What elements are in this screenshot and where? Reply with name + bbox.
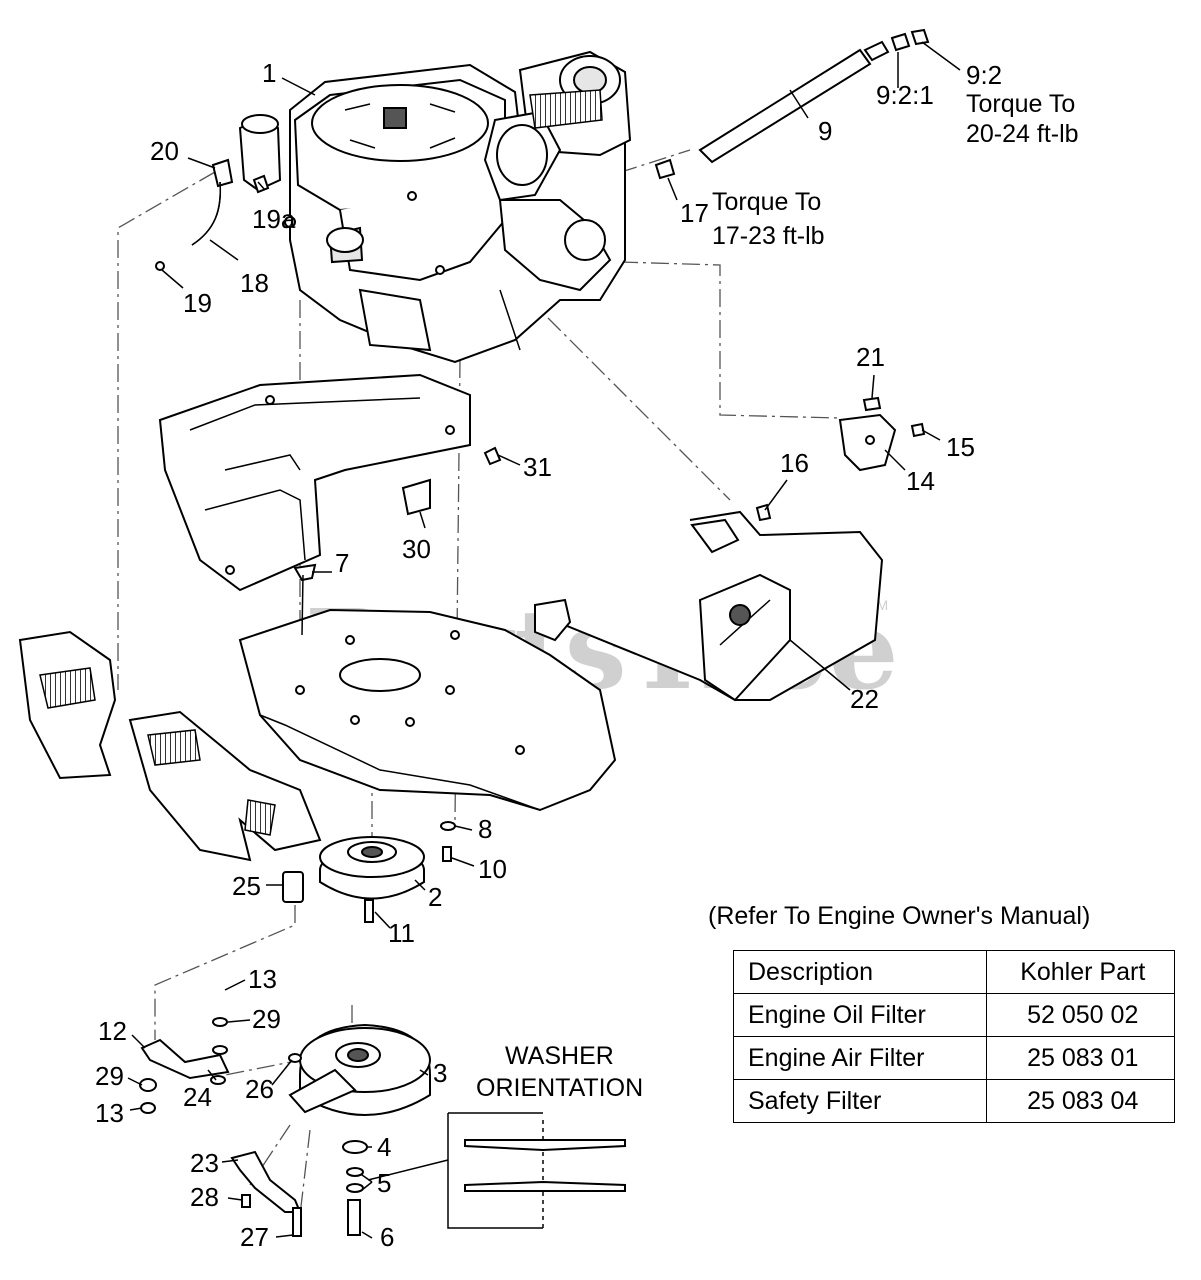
small-hardware: [293, 446, 502, 636]
engine: [238, 50, 632, 364]
callout-23: 23: [190, 1148, 219, 1178]
callout-1: 1: [262, 58, 276, 88]
callout-28: 28: [190, 1182, 219, 1212]
callout-16: 16: [780, 448, 809, 478]
filter-reference-table: Description Kohler Part Engine Oil Filte…: [732, 950, 1175, 1123]
callout-8: 8: [478, 814, 492, 844]
table-row: Engine Air Filter 25 083 01: [732, 1036, 1175, 1080]
callout-7: 7: [335, 548, 349, 578]
callout-19: 19: [183, 288, 212, 318]
header-description: Description: [732, 950, 988, 994]
callout-13b: 13: [95, 1098, 124, 1128]
filter-description: Engine Air Filter: [732, 1036, 988, 1080]
mounting-plate: [238, 608, 617, 812]
callout-15: 15: [946, 432, 975, 462]
callout-17: 17: [680, 198, 709, 228]
leader-lines: [127, 41, 961, 1239]
callout-24: 24: [183, 1082, 212, 1112]
torque-notes: Torque To 20-24 ft-lb Torque To 17-23 ft…: [476, 90, 1079, 1102]
callout-9: 9: [818, 116, 832, 146]
engine-bracket: [158, 373, 471, 592]
callout-25: 25: [232, 871, 261, 901]
callout-9-2: 9:2: [966, 60, 1002, 90]
washer-orientation-line1: WASHER: [505, 1042, 614, 1070]
owner-manual-note: (Refer To Engine Owner's Manual): [708, 902, 1091, 930]
callout-2: 2: [428, 882, 442, 912]
callout-21: 21: [856, 342, 885, 372]
callout-19a: 19a: [252, 204, 296, 234]
washer-orientation-line2: ORIENTATION: [476, 1074, 643, 1102]
filter-description: Safety Filter: [732, 1079, 988, 1123]
side-shields: [18, 630, 322, 862]
shaft: [654, 28, 930, 180]
callout-5: 5: [377, 1168, 391, 1198]
table-header-row: Description Kohler Part: [732, 950, 1175, 994]
callout-6: 6: [380, 1222, 394, 1252]
callout-9-2-1: 9:2:1: [876, 80, 934, 110]
torque-note-9-line2: 20-24 ft-lb: [966, 120, 1079, 148]
callout-12: 12: [98, 1016, 127, 1046]
filter-description: Engine Oil Filter: [732, 993, 988, 1037]
callout-13: 13: [248, 964, 277, 994]
torque-note-17-line1: Torque To: [712, 188, 821, 216]
header-kohler-part: Kohler Part: [986, 950, 1175, 994]
callout-29: 29: [252, 1004, 281, 1034]
table-row: Engine Oil Filter 52 050 02: [732, 993, 1175, 1037]
washer-orientation-detail: [367, 1112, 626, 1229]
table-row: Safety Filter 25 083 04: [732, 1079, 1175, 1123]
pulley: [282, 821, 456, 923]
callout-14: 14: [906, 466, 935, 496]
callout-10: 10: [478, 854, 507, 884]
filter-part-number: 25 083 01: [986, 1036, 1175, 1080]
clutch: [288, 1023, 431, 1236]
callout-27: 27: [240, 1222, 269, 1252]
callout-30: 30: [402, 534, 431, 564]
muffler: [534, 396, 926, 702]
callout-22: 22: [850, 684, 879, 714]
callout-20: 20: [150, 136, 179, 166]
callout-11: 11: [388, 918, 415, 948]
callout-18: 18: [240, 268, 269, 298]
callout-labels: 1 20 19a 18 19 9 9:2:1 9:2 17 21 15 14 1…: [95, 58, 1002, 1252]
callout-31: 31: [523, 452, 552, 482]
breather-hose: [155, 158, 296, 271]
torque-note-17-line2: 17-23 ft-lb: [712, 222, 825, 250]
filter-part-number: 52 050 02: [986, 993, 1175, 1037]
brake-brackets: [139, 1017, 302, 1237]
filter-part-number: 25 083 04: [986, 1079, 1175, 1123]
torque-note-9-line1: Torque To: [966, 90, 1075, 118]
callout-3: 3: [433, 1058, 447, 1088]
callout-29b: 29: [95, 1061, 124, 1091]
callout-4: 4: [377, 1132, 391, 1162]
callout-26: 26: [245, 1074, 274, 1104]
